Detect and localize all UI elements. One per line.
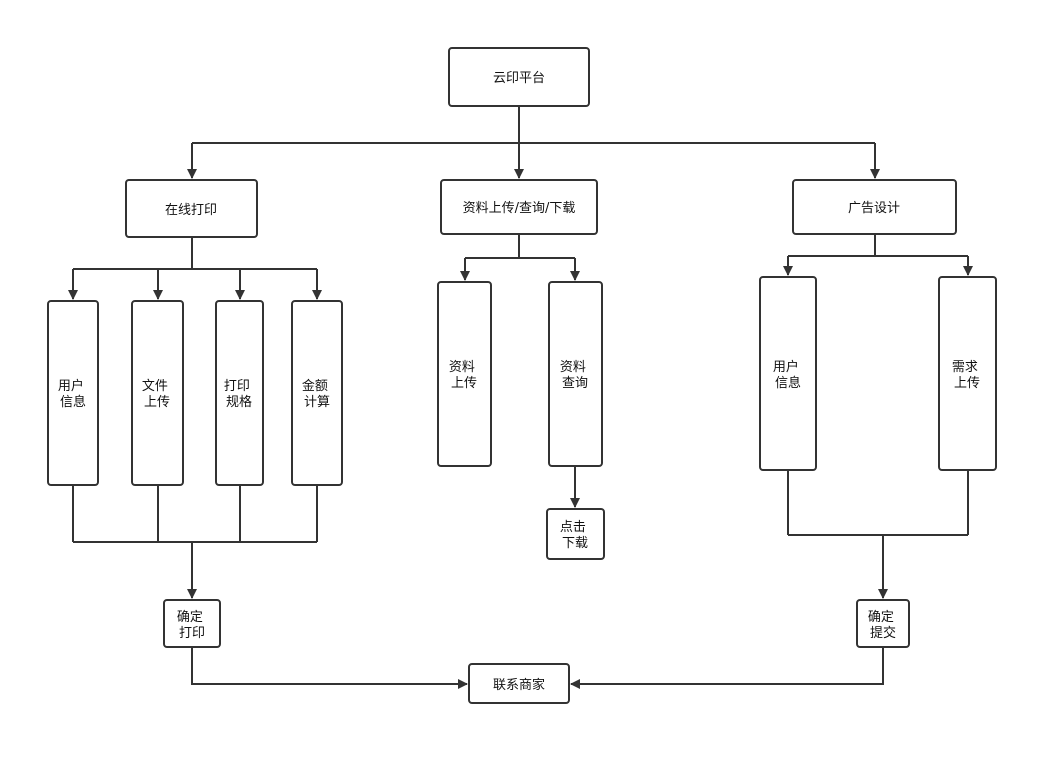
label-user-info-2: 用户 信息 [773,359,803,391]
label-material-query: 资料 查询 [560,360,590,391]
node-user-info-1 [47,300,99,486]
label-online-print: 在线打印 [165,203,217,218]
label-materials: 资料上传/查询/下载 [463,201,576,216]
label-user-info-1: 用户 信息 [58,378,88,410]
label-root: 云印平台 [493,71,545,86]
node-materials [440,179,598,235]
node-click-download [546,508,605,560]
label-material-upload: 资料 上传 [449,360,479,391]
label-print-spec: 打印 规格 [224,379,254,410]
label-file-upload: 文件 上传 [142,379,172,410]
node-ad-design [792,179,957,235]
arrow-confirm-submit-to-contact [570,647,884,689]
arrow-confirm-print-to-contact [191,647,468,689]
connectors [68,106,973,689]
node-demand-upload [938,276,997,471]
label-contact-merchant: 联系商家 [493,677,545,693]
label-confirm-print: 确定 打印 [177,610,207,641]
node-confirm-submit [856,599,910,648]
node-file-upload [131,300,184,486]
node-amount-calc [291,300,343,486]
label-click-download: 点击 下载 [560,520,590,551]
node-print-spec [215,300,264,486]
label-ad-design: 广告设计 [848,201,900,216]
node-contact-merchant [468,663,570,704]
node-material-query [548,281,603,467]
node-material-upload [437,281,492,467]
node-confirm-print [163,599,221,648]
node-user-info-2 [759,276,817,471]
node-root [448,47,590,107]
label-demand-upload: 需求 上传 [952,360,982,391]
node-online-print [125,179,258,238]
label-amount-calc: 金额 计算 [302,378,332,410]
label-confirm-submit: 确定 提交 [868,610,898,641]
